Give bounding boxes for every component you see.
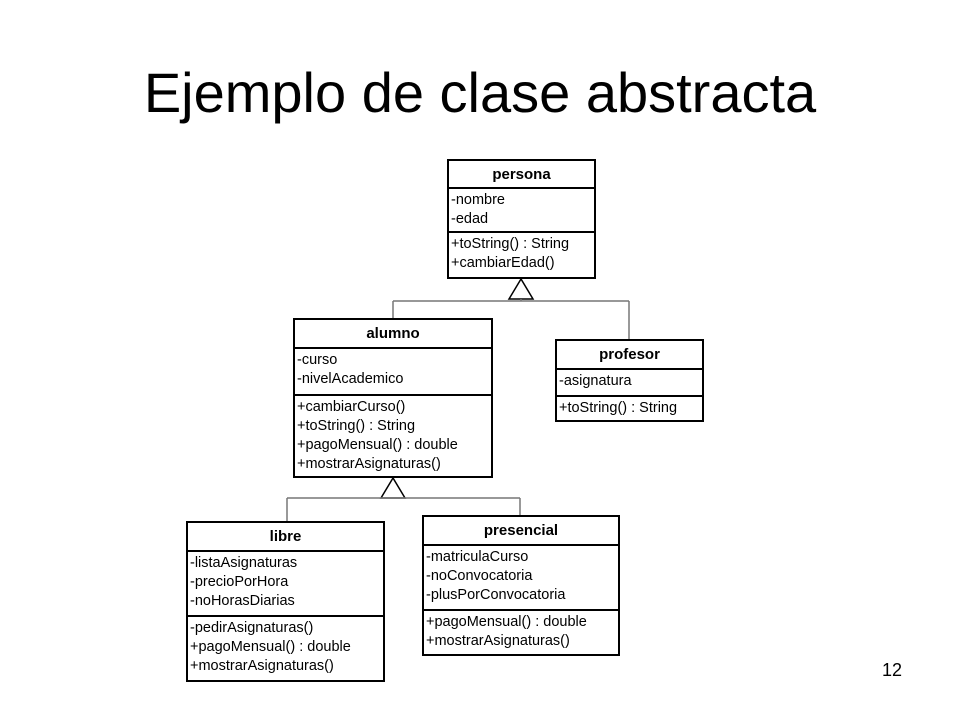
class-alumno-methods: +cambiarCurso() +toString() : String +pa… [295,396,491,476]
class-libre-attributes: -listaAsignaturas -precioPorHora -noHora… [188,552,383,617]
method: -pedirAsignaturas() [190,620,314,636]
class-presencial-methods: +pagoMensual() : double +mostrarAsignatu… [424,611,618,653]
class-alumno-attributes: -curso -nivelAcademico [295,349,491,396]
method: +toString() : String [559,400,678,416]
attribute: -precioPorHora [190,574,289,590]
method: +cambiarCurso() [297,399,406,415]
method: +pagoMensual() : double [190,639,351,655]
attribute: -curso [297,352,338,368]
inheritance-arrowhead-persona [507,277,535,300]
attribute: -plusPorConvocatoria [426,587,566,603]
attribute: -edad [451,211,489,227]
attribute: -nombre [451,192,505,208]
method: +mostrarAsignaturas() [190,658,334,674]
class-libre-methods: -pedirAsignaturas() +pagoMensual() : dou… [188,617,383,678]
class-libre-name: libre [188,523,383,552]
class-persona-methods: +toString() : String +cambiarEdad() [449,233,594,275]
class-persona-name: persona [449,161,594,189]
method: +pagoMensual() : double [297,437,458,453]
method: +mostrarAsignaturas() [297,456,441,472]
class-presencial: presencial -matriculaCurso -noConvocator… [422,515,620,656]
method: +toString() : String [451,236,570,252]
class-persona: persona -nombre -edad +toString() : Stri… [447,159,596,279]
method: +pagoMensual() : double [426,614,587,630]
attribute: -noConvocatoria [426,568,533,584]
class-profesor: profesor -asignatura +toString() : Strin… [555,339,704,422]
class-libre: libre -listaAsignaturas -precioPorHora -… [186,521,385,682]
class-persona-attributes: -nombre -edad [449,189,594,233]
class-presencial-name: presencial [424,517,618,546]
attribute: -listaAsignaturas [190,555,298,571]
attribute: -matriculaCurso [426,549,529,565]
page-number: 12 [881,660,902,680]
method: +toString() : String [297,418,416,434]
slide-title: Ejemplo de clase abstracta [143,61,817,124]
class-presencial-attributes: -matriculaCurso -noConvocatoria -plusPor… [424,546,618,611]
attribute: -noHorasDiarias [190,593,295,609]
class-alumno: alumno -curso -nivelAcademico +cambiarCu… [293,318,493,478]
method: +cambiarEdad() [451,255,555,271]
class-profesor-methods: +toString() : String [557,397,702,420]
class-profesor-attributes: -asignatura [557,370,702,397]
attribute: -asignatura [559,373,632,389]
class-profesor-name: profesor [557,341,702,370]
class-alumno-name: alumno [295,320,491,349]
inheritance-arrowhead-alumno [379,476,407,499]
method: +mostrarAsignaturas() [426,633,570,649]
attribute: -nivelAcademico [297,371,404,387]
